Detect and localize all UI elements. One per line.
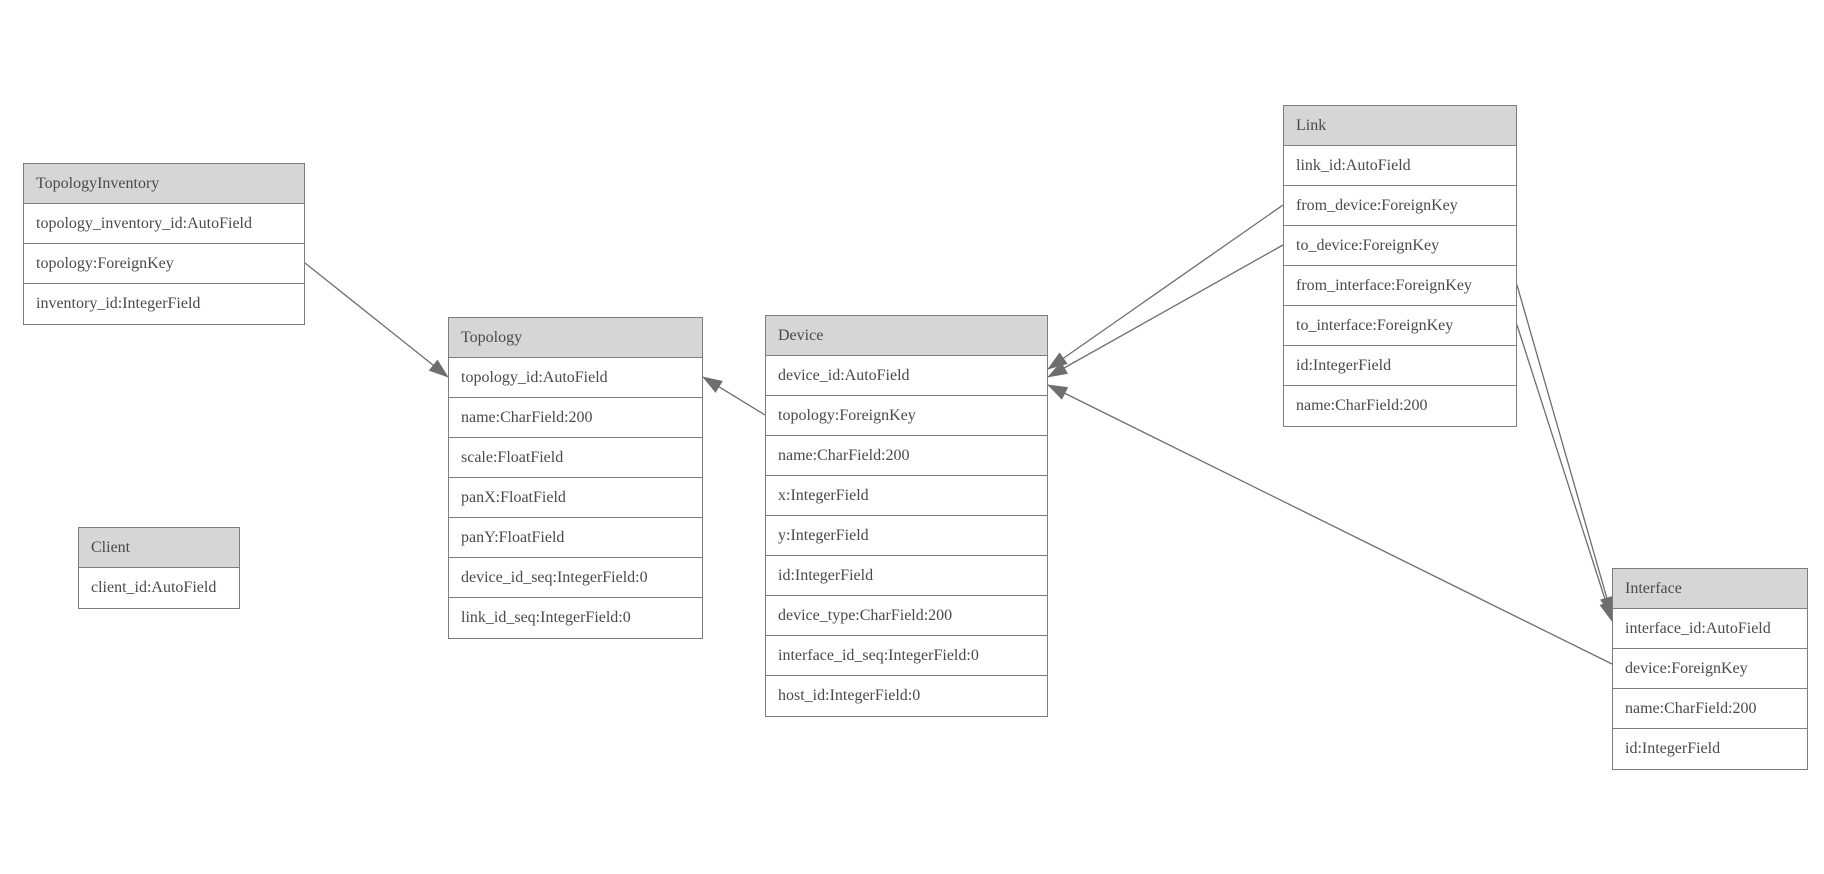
- entity-topologyinventory-title: TopologyInventory: [24, 164, 304, 204]
- entity-device-title: Device: [766, 316, 1047, 356]
- field-interface_id: interface_id:AutoField: [1613, 609, 1807, 649]
- field-panx: panX:FloatField: [449, 478, 702, 518]
- field-from_interface: from_interface:ForeignKey: [1284, 266, 1516, 306]
- field-interface_id_seq: interface_id_seq:IntegerField:0: [766, 636, 1047, 676]
- field-link_id: link_id:AutoField: [1284, 146, 1516, 186]
- field-pany: panY:FloatField: [449, 518, 702, 558]
- field-host_id: host_id:IntegerField:0: [778, 687, 921, 704]
- entity-interface: Interface interface_id:AutoField device:…: [1612, 568, 1808, 770]
- field-name: name:CharField:200: [1613, 689, 1807, 729]
- relation-interface-device-to-device: [1047, 384, 1613, 665]
- entity-device: Device device_id:AutoField topology:Fore…: [765, 315, 1048, 717]
- field-name: name:CharField:200: [1296, 397, 1428, 414]
- relation-link-from_device-to-device: [1047, 204, 1284, 370]
- field-name: name:CharField:200: [766, 436, 1047, 476]
- relation-topologyinventory-topology-to-topology: [304, 262, 449, 378]
- entity-client: Client client_id:AutoField: [78, 527, 240, 609]
- field-topology: topology:ForeignKey: [766, 396, 1047, 436]
- field-device_id: device_id:AutoField: [766, 356, 1047, 396]
- entity-interface-title: Interface: [1613, 569, 1807, 609]
- relation-link-to_device-to-device: [1047, 244, 1284, 378]
- field-device_id_seq: device_id_seq:IntegerField:0: [449, 558, 702, 598]
- field-inventory_id: inventory_id:IntegerField: [36, 295, 201, 312]
- field-topology_id: topology_id:AutoField: [449, 358, 702, 398]
- entity-topologyinventory: TopologyInventory topology_inventory_id:…: [23, 163, 305, 325]
- field-topology: topology:ForeignKey: [24, 244, 304, 284]
- entity-link: Link link_id:AutoField from_device:Forei…: [1283, 105, 1517, 427]
- field-name: name:CharField:200: [449, 398, 702, 438]
- field-id: id:IntegerField: [1284, 346, 1516, 386]
- field-client_id: client_id:AutoField: [91, 579, 217, 596]
- field-device: device:ForeignKey: [1613, 649, 1807, 689]
- relation-device-topology-to-topology: [702, 376, 766, 416]
- field-from_device: from_device:ForeignKey: [1284, 186, 1516, 226]
- relation-link-to_interface-to-interface: [1516, 324, 1613, 622]
- entity-topology: Topology topology_id:AutoField name:Char…: [448, 317, 703, 639]
- field-id: id:IntegerField: [766, 556, 1047, 596]
- field-x: x:IntegerField: [766, 476, 1047, 516]
- field-y: y:IntegerField: [766, 516, 1047, 556]
- field-to_device: to_device:ForeignKey: [1284, 226, 1516, 266]
- field-id: id:IntegerField: [1625, 740, 1721, 757]
- field-device_type: device_type:CharField:200: [766, 596, 1047, 636]
- field-scale: scale:FloatField: [449, 438, 702, 478]
- entity-client-title: Client: [79, 528, 239, 568]
- entity-topology-title: Topology: [449, 318, 702, 358]
- entity-link-title: Link: [1284, 106, 1516, 146]
- relation-link-from_interface-to-interface: [1516, 284, 1614, 617]
- field-link_id_seq: link_id_seq:IntegerField:0: [461, 609, 631, 626]
- field-topology_inventory_id: topology_inventory_id:AutoField: [24, 204, 304, 244]
- field-to_interface: to_interface:ForeignKey: [1284, 306, 1516, 346]
